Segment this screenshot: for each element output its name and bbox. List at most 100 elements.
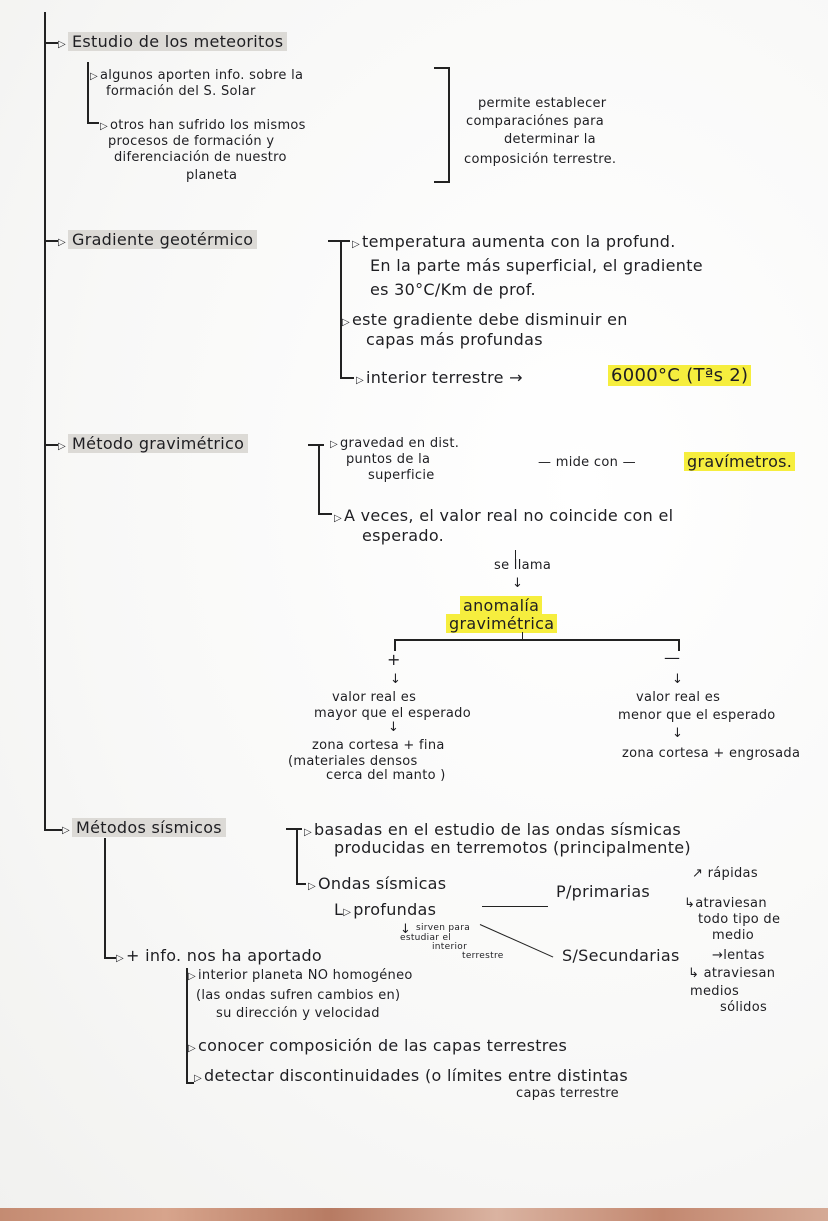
tree-branch	[678, 639, 680, 651]
gravimeter-highlight: gravímetros.	[684, 452, 796, 471]
negative-sign: —	[664, 648, 681, 667]
meteor-item: otros han sufrido los mismos	[100, 118, 306, 134]
connector	[44, 444, 58, 446]
table-surface-edge	[0, 1208, 828, 1221]
connector	[308, 444, 324, 446]
positive-result: cerca del manto )	[326, 768, 446, 783]
info-label: + info. nos ha aportado	[116, 946, 322, 968]
down-arrow-icon: ↓	[390, 672, 402, 687]
gradient-item: En la parte más superficial, el gradient…	[370, 256, 703, 275]
connector	[44, 240, 58, 242]
connector	[522, 632, 523, 640]
connector	[87, 62, 89, 122]
down-arrow-icon: ↓	[672, 726, 684, 741]
p-waves-prop: ↳atraviesan	[684, 896, 767, 911]
meteor-item: formación del S. Solar	[106, 84, 256, 99]
s-waves-prop: →lentas	[712, 948, 765, 963]
note-text: interior	[432, 942, 468, 952]
connector	[296, 828, 298, 884]
connector	[87, 122, 99, 124]
gradient-item: es 30°C/Km de prof.	[370, 280, 536, 299]
connector	[104, 957, 116, 959]
s-waves-prop: medios	[690, 984, 740, 999]
info-item: conocer composición de las capas terrest…	[188, 1036, 567, 1058]
positive-desc: valor real es	[332, 690, 417, 705]
conclusion-text: composición terrestre.	[464, 152, 617, 167]
connector	[515, 550, 516, 562]
p-waves-prop: medio	[712, 928, 754, 943]
bracket	[434, 67, 448, 69]
connector	[340, 377, 354, 379]
seismic-item: Lprofundas	[334, 900, 436, 922]
connector	[44, 42, 58, 44]
gravity-item: esperado.	[362, 526, 445, 545]
info-item: su dirección y velocidad	[216, 1006, 380, 1021]
s-waves-label: S/Secundarias	[562, 946, 680, 965]
gradient-item: capas más profundas	[366, 330, 543, 349]
gravity-item: superficie	[368, 468, 435, 483]
section-heading-sismicos: Métodos sísmicos	[62, 818, 226, 840]
seismic-item: basadas en el estudio de las ondas sísmi…	[304, 820, 681, 842]
p-waves-label: P/primarias	[556, 882, 651, 901]
connector	[296, 883, 306, 885]
anomaly-highlight: anomalía	[460, 596, 543, 615]
negative-desc: valor real es	[636, 690, 721, 705]
note-text: terrestre	[462, 951, 504, 961]
gradient-item: temperatura aumenta con la profund.	[352, 232, 676, 254]
meteor-item: algunos aporten info. sobre la	[90, 68, 303, 84]
bracket	[434, 181, 448, 183]
section-heading-gravimetrico: Método gravimétrico	[58, 434, 249, 456]
gradient-item: interior terrestre →	[356, 368, 523, 390]
note-text: estudiar el	[400, 933, 452, 943]
connector	[104, 838, 106, 958]
meteor-item: diferenciación de nuestro	[114, 150, 287, 165]
seismic-item: producidas en terremotos (principalmente…	[334, 838, 691, 857]
note-text: sirven para	[416, 923, 471, 933]
connector	[286, 828, 302, 830]
tree-branch	[394, 639, 396, 651]
s-waves-prop: sólidos	[720, 1000, 768, 1015]
spine-end	[44, 829, 62, 831]
connector	[318, 444, 320, 514]
positive-result: (materiales densos	[288, 754, 418, 769]
gradient-item: este gradiente debe disminuir en	[342, 310, 628, 332]
main-spine	[44, 12, 46, 830]
info-item: capas terrestre	[516, 1086, 619, 1101]
down-arrow-icon: ↓	[672, 672, 684, 687]
connector	[186, 968, 188, 1084]
negative-result: zona cortesa + engrosada	[622, 746, 801, 761]
down-arrow-icon: ↓	[400, 922, 412, 937]
measure-label: — mide con —	[538, 455, 636, 470]
bracket	[448, 67, 450, 183]
info-item: (las ondas sufren cambios en)	[196, 988, 401, 1003]
info-item: interior planeta NO homogéneo	[188, 968, 413, 984]
conclusion-text: permite establecer	[478, 96, 607, 111]
down-arrow-icon: ↓	[388, 720, 400, 735]
section-heading-meteoritos: Estudio de los meteoritos	[58, 32, 288, 54]
seismic-item: Ondas sísmicas	[308, 874, 446, 896]
positive-desc: mayor que el esperado	[314, 706, 471, 721]
arrow-line	[482, 906, 548, 907]
core-temperature-highlight: 6000°C (Tªs 2)	[608, 365, 752, 386]
gravity-item: puntos de la	[346, 452, 431, 467]
info-item: detectar discontinuidades (o límites ent…	[194, 1066, 628, 1088]
gravity-item: gravedad en dist.	[330, 436, 459, 452]
named-label: se llama	[494, 558, 552, 573]
s-waves-prop: ↳ atraviesan	[688, 966, 776, 981]
anomaly-highlight: gravimétrica	[446, 614, 558, 633]
meteor-item: procesos de formación y	[108, 134, 275, 149]
connector	[318, 513, 332, 515]
conclusion-text: comparaciónes para	[466, 114, 605, 129]
gravity-item: A veces, el valor real no coincide con e…	[334, 506, 673, 528]
down-arrow-icon: ↓	[512, 576, 524, 591]
connector	[186, 1082, 194, 1084]
meteor-item: planeta	[186, 168, 238, 183]
positive-result: zona cortesa + fina	[312, 738, 445, 753]
connector	[340, 240, 342, 378]
tree-branch	[394, 639, 680, 641]
negative-desc: menor que el esperado	[618, 708, 776, 723]
section-heading-gradiente: Gradiente geotérmico	[58, 230, 258, 252]
connector	[328, 240, 350, 242]
positive-sign: +	[387, 650, 401, 669]
